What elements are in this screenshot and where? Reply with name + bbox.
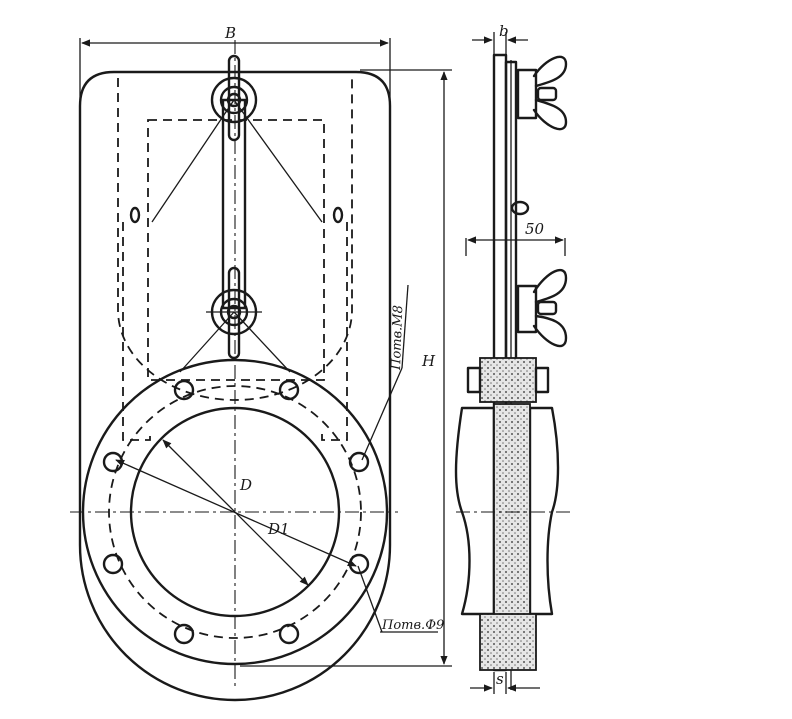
label-d9: Потв.Ф9	[381, 618, 444, 633]
dim-d1	[115, 459, 357, 567]
bolt-hole	[348, 451, 370, 473]
inner-hidden-rect	[147, 119, 325, 381]
side-nut-top	[516, 68, 538, 120]
side-nut-mid	[516, 284, 538, 334]
side-body-core	[493, 403, 531, 617]
side-ring	[510, 200, 530, 216]
guide-hidden-left	[122, 222, 151, 441]
leader-d9	[357, 565, 383, 633]
label-d: D	[239, 476, 252, 494]
stem-slot-bottom	[227, 266, 241, 360]
side-body-right	[528, 406, 560, 616]
label-m8: Потв.М8	[389, 305, 406, 371]
label-h: H	[421, 352, 436, 370]
lower-stem	[479, 613, 537, 671]
small-hole-right	[332, 206, 344, 224]
front-view: B H	[70, 24, 452, 702]
bolt-hole	[102, 553, 124, 575]
bolt-left	[466, 366, 482, 394]
label-s: s	[496, 670, 504, 688]
guide-hidden-right	[321, 222, 348, 441]
wing-top	[532, 55, 568, 88]
bolt-hole	[278, 623, 300, 645]
leader-m8	[361, 367, 403, 461]
wing-nut-top	[210, 76, 258, 124]
label-b: B	[224, 24, 236, 42]
bolt-hole	[278, 379, 300, 401]
label-50: 50	[525, 220, 545, 238]
stem-slot-top	[227, 54, 241, 142]
label-d1: D1	[267, 520, 290, 538]
wing-mid-bottom	[532, 314, 568, 348]
body-outline	[78, 70, 392, 702]
bolt-hole	[173, 623, 195, 645]
bolt-right	[534, 366, 550, 394]
wing-nut-top-bolt	[226, 92, 242, 108]
wing-bottom	[532, 98, 568, 131]
side-view: b 50	[454, 22, 570, 694]
label-b-small: b	[499, 22, 509, 40]
stem	[221, 98, 247, 310]
bolt-hole	[173, 379, 195, 401]
wing-nut-top-inner	[219, 85, 249, 115]
packing-block	[479, 357, 537, 403]
side-body	[454, 406, 496, 616]
wing-mid-top	[532, 268, 568, 304]
small-hole-left	[129, 206, 141, 224]
